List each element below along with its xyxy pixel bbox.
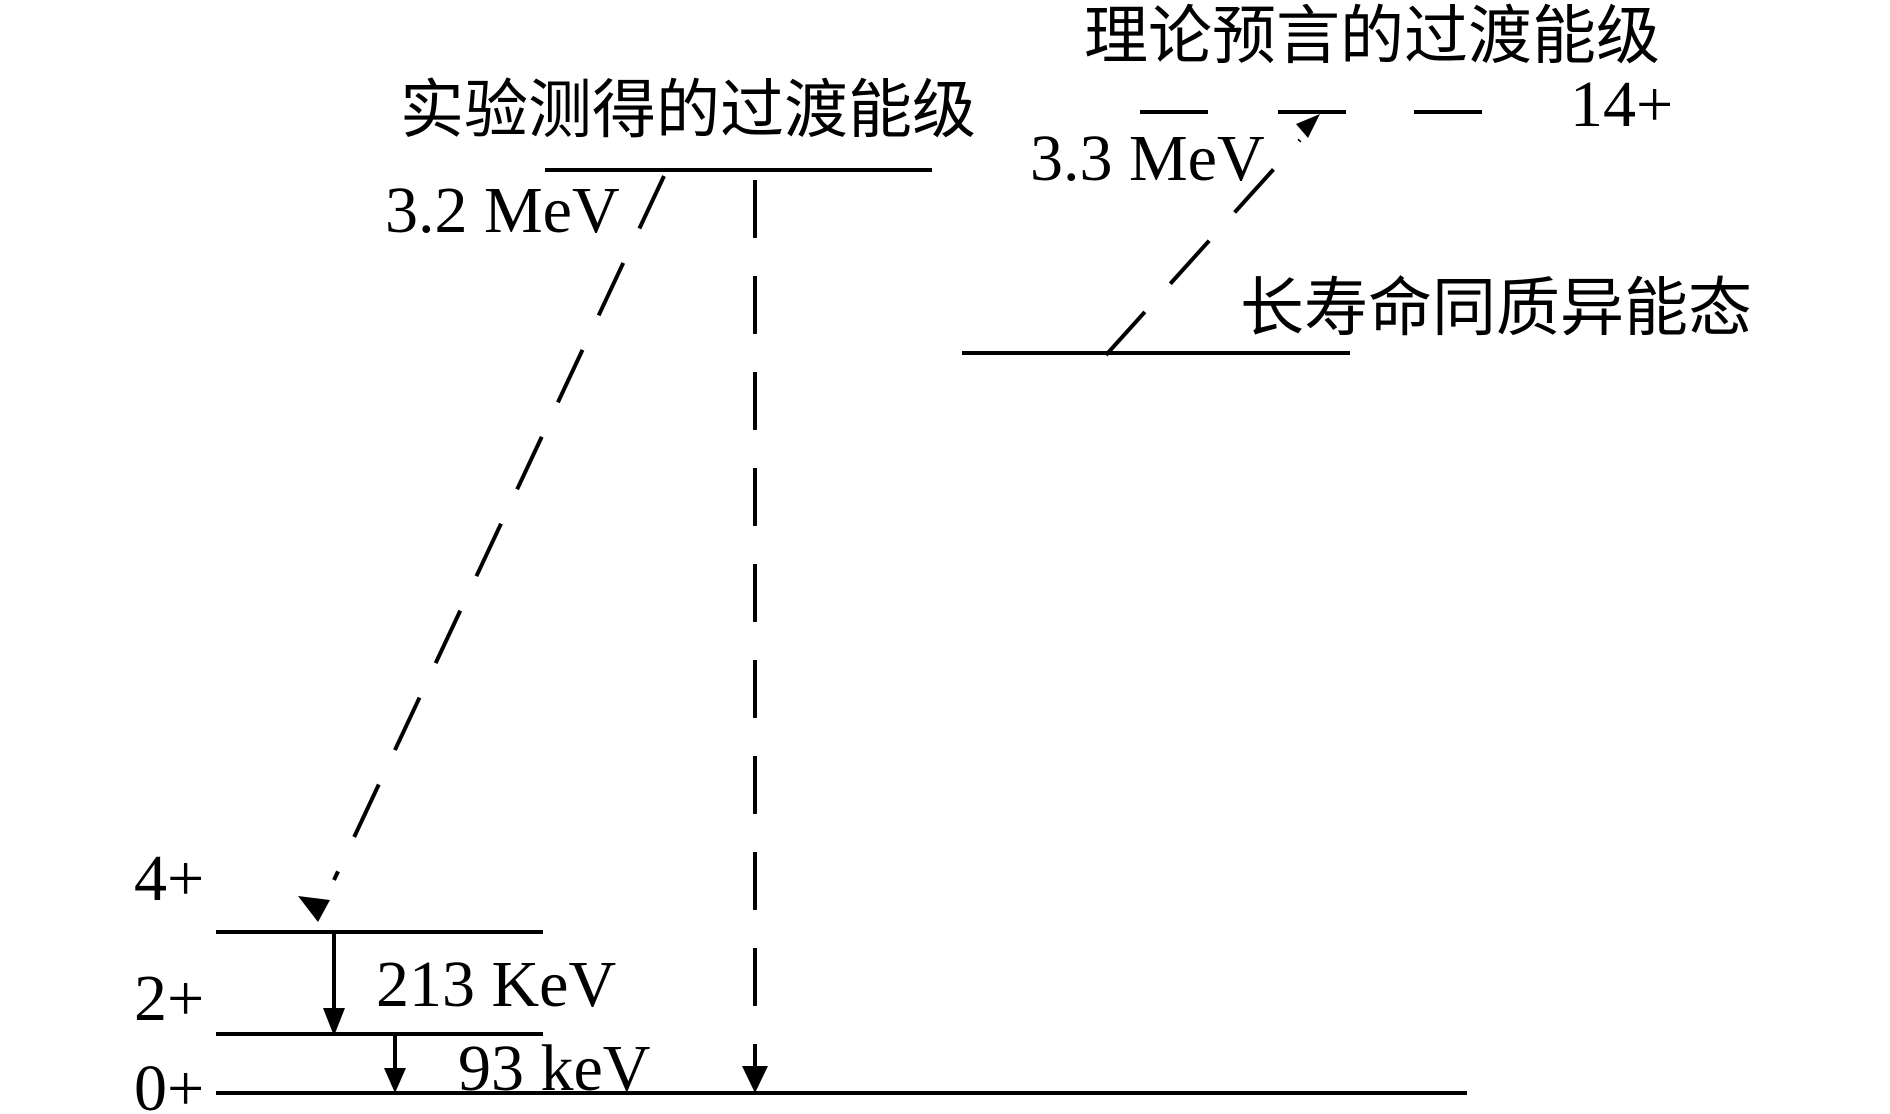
arrow-93-kev	[384, 1034, 406, 1093]
experimental-transition-label: 实验测得的过渡能级	[400, 74, 976, 148]
arrow-213-kev	[323, 932, 345, 1036]
arrow-vertical-dashed	[742, 180, 768, 1093]
spin-14-label: 14+	[1570, 68, 1673, 141]
energy-theory-label: 3.3 MeV	[1030, 122, 1265, 195]
spin-2-label: 2+	[134, 962, 204, 1035]
spin-0-label: 0+	[134, 1052, 204, 1114]
isomer-label: 长寿命同质异能态	[1240, 272, 1752, 346]
energy-exp-label: 3.2 MeV	[385, 174, 620, 247]
gamma-213-label: 213 KeV	[376, 948, 616, 1021]
arrow-isomer-excitation	[1104, 114, 1320, 357]
gamma-93-label: 93 keV	[458, 1032, 650, 1105]
spin-4-label: 4+	[134, 842, 204, 915]
theoretical-transition-label: 理论预言的过渡能级	[1084, 0, 1660, 74]
arrow-slanted-dashed	[298, 175, 666, 922]
